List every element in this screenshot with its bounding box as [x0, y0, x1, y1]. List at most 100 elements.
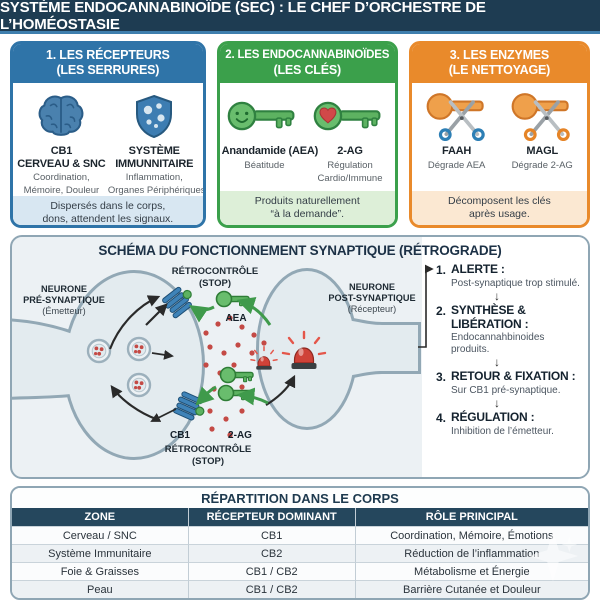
steps-background [422, 237, 588, 477]
2ag-label: 2-AG [228, 430, 252, 441]
card-endocannabinoids-body: Anandamide (AEA) Béatitude 2-AG [220, 83, 395, 191]
cards-row: 1. LES RÉCEPTEURS (LES SERRURES) CB1 CER… [10, 41, 590, 228]
table-row: Foie & Graisses CB1 / CB2 Métabolisme et… [12, 562, 588, 580]
header-bar: SYSTÈME ENDOCANNABINOÏDE (SEC) : LE CHEF… [0, 0, 600, 34]
item-desc-line1: Dégrade AEA [427, 159, 486, 171]
card-title-line1: 2. LES ENDOCANNABINOÏDES [225, 49, 390, 61]
item-desc-line1: Coordination, [33, 172, 90, 183]
svg-text:POST-SYNAPTIQUE: POST-SYNAPTIQUE [328, 293, 415, 303]
item-desc-line1: Inflammation, [125, 172, 183, 183]
footer-line2: après usage. [469, 207, 530, 220]
brain-icon [15, 91, 108, 141]
item-anandamide: Anandamide (AEA) Béatitude [221, 91, 319, 171]
item-magl: MAGL Dégrade 2-AG [499, 91, 585, 171]
shield-icon [108, 91, 201, 141]
item-desc-line1: Béatitude [244, 159, 285, 171]
card-title-line2: (LES CLÉS) [273, 63, 342, 77]
steps-list: 1. ALERTE : Post-synaptique trop stimulé… [436, 262, 584, 437]
card-title-line2: (LE NETTOYAGE) [448, 63, 551, 77]
retrograde-arrows [189, 297, 272, 406]
card-receptors-body: CB1 CERVEAU & SNC Coordination, Mémoire,… [13, 83, 203, 196]
vesicle [86, 338, 112, 364]
body-distribution-table: RÉPARTITION DANS LE CORPS ZONE RÉCEPTEUR… [10, 486, 590, 600]
down-arrow: ↓ [494, 289, 500, 303]
col-role: RÔLE PRINCIPAL [354, 508, 588, 526]
table-title: RÉPARTITION DANS LE CORPS [12, 488, 588, 508]
item-desc-line2: Organes Périphériques [107, 185, 206, 196]
retrocontrol-top-label: RÉTROCONTRÔLE [172, 265, 259, 277]
svg-text:(STOP): (STOP) [199, 278, 231, 289]
faah-scissors-icon [414, 91, 500, 141]
card-endocannabinoids-header: 2. LES ENDOCANNABINOÏDES (LES CLÉS) [219, 44, 395, 83]
smiley-key-icon [222, 91, 308, 141]
down-arrow: ↓ [494, 396, 500, 410]
table-row: Cerveau / SNC CB1 Coordination, Mémoire,… [12, 526, 588, 544]
table-row: Peau CB1 / CB2 Barrière Cutanée et Doule… [12, 580, 588, 598]
card-receptors-header: 1. LES RÉCEPTEURS (LES SERRURES) [13, 44, 203, 83]
item-name-line1: CB1 [50, 145, 73, 157]
pre-neuron-label: NEURONE [41, 284, 87, 294]
card-title-line1: 1. LES RÉCEPTEURS [45, 48, 170, 62]
table-row: Système Immunitaire CB2 Réduction de l’i… [12, 544, 588, 562]
footer-line2: “à la demande”. [270, 207, 345, 220]
vesicle [126, 372, 152, 398]
aea-label: AEA [225, 313, 246, 324]
item-faah: FAAH Dégrade AEA [414, 91, 500, 171]
step-1: 1. ALERTE : Post-synaptique trop stimulé… [436, 262, 580, 289]
item-desc-line2: Cardio/Immune [317, 172, 383, 184]
post-neuron-label: NEURONE [349, 282, 395, 292]
card-enzymes-header: 3. LES ENZYMES (LE NETTOYAGE) [411, 44, 587, 83]
step-2: 2. SYNTHÈSE & LIBÉRATION : Endocannahbin… [436, 303, 545, 355]
retrocontrol-bottom-label: RÉTROCONTRÔLE [165, 443, 252, 455]
footer-line1: Dispersés dans le corps, [50, 200, 166, 212]
heart-key-icon [307, 91, 393, 141]
svg-text:(STOP): (STOP) [192, 456, 224, 467]
item-name-line2: IMMUNNITAIRE [115, 157, 194, 170]
cb1-label: CB1 [170, 430, 190, 441]
synapse-panel: SCHÉMA DU FONCTIONNEMENT SYNAPTIQUE (RÉT… [10, 235, 590, 479]
item-2ag: 2-AG Régulation Cardio/Immune [307, 91, 393, 184]
card-enzymes: 3. LES ENZYMES (LE NETTOYAGE) [408, 41, 590, 228]
aea-key [215, 290, 250, 308]
item-name-line1: 2-AG [337, 145, 363, 157]
card-title-line1: 3. LES ENZYMES [449, 48, 550, 62]
2ag-key [217, 384, 252, 402]
steps-connector [418, 264, 434, 348]
item-name-line1: MAGL [526, 145, 558, 157]
item-desc-line1: Régulation [327, 159, 373, 171]
synapse-diagram: NEURONE PRÉ-SYNAPTIQUE (Émetteur) NEURON… [12, 264, 434, 467]
card-receptors: 1. LES RÉCEPTEURS (LES SERRURES) CB1 CER… [10, 41, 206, 228]
item-name-line1: SYSTÈME [128, 145, 180, 157]
release-arrows [108, 295, 296, 422]
item-cb1-brain: CB1 CERVEAU & SNC Coordination, Mémoire,… [15, 91, 108, 196]
synapse-panel-title: SCHÉMA DU FONCTIONNEMENT SYNAPTIQUE (RÉT… [98, 243, 502, 258]
card-title-line2: (LES SERRURES) [56, 63, 160, 77]
page-title: SYSTÈME ENDOCANNABINOÏDE (SEC) : LE CHEF… [0, 0, 486, 33]
item-name-line2: CERVEAU & SNC [17, 157, 106, 170]
2ag-key [219, 366, 254, 384]
card-endocannabinoids: 2. LES ENDOCANNABINOÏDES (LES CLÉS) [216, 41, 398, 228]
step-4: 4. RÉGULATION : Inhibition de l’émetteur… [436, 410, 554, 437]
item-immune-shield: SYSTÈME IMMUNNITAIRE Inflammation, Organ… [107, 91, 206, 196]
card-endocannabinoids-footer: Produits naturellement “à la demande”. [219, 191, 395, 225]
vesicle [126, 336, 152, 362]
col-receptor: RÉCEPTEUR DOMINANT [187, 508, 355, 526]
item-name-line1: FAAH [442, 145, 472, 157]
item-name-line1: Anandamide (AEA) [221, 145, 319, 157]
card-enzymes-footer: Décomposent les clés après usage. [411, 191, 587, 225]
step-3: 3. RETOUR & FIXATION : Sur CB1 pré-synap… [436, 369, 576, 396]
down-arrow: ↓ [494, 355, 500, 369]
svg-text:(Émetteur): (Émetteur) [42, 306, 85, 316]
footer-line2: dons, attendent les signaux. [42, 212, 174, 225]
svg-text:PRÉ-SYNAPTIQUE: PRÉ-SYNAPTIQUE [23, 294, 105, 305]
svg-text:(Récepteur): (Récepteur) [348, 304, 397, 314]
card-enzymes-body: FAAH Dégrade AEA [412, 83, 587, 191]
footer-line1: Produits naturellement [254, 195, 360, 207]
item-desc-line1: Dégrade 2-AG [511, 159, 573, 171]
item-desc-line2: Mémoire, Douleur [23, 185, 100, 196]
card-receptors-footer: Dispersés dans le corps, dons, attendent… [13, 196, 203, 225]
footer-line1: Décomposent les clés [448, 195, 551, 207]
table-header-row: ZONE RÉCEPTEUR DOMINANT RÔLE PRINCIPAL [12, 508, 588, 526]
col-zone: ZONE [84, 511, 116, 523]
